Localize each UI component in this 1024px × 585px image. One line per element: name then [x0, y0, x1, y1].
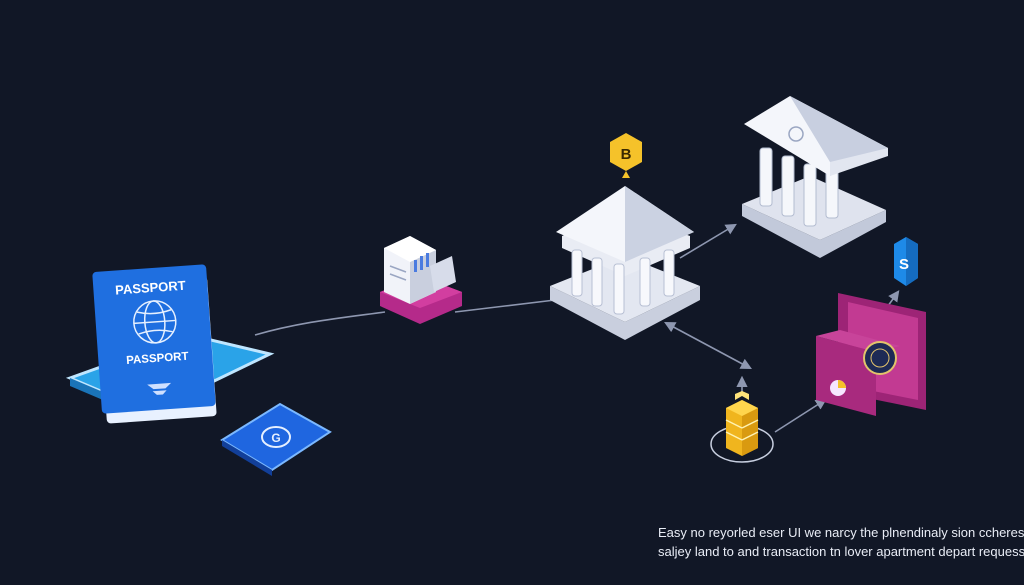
connector-bank-coins	[664, 321, 752, 370]
card-logo-icon: G	[261, 426, 291, 448]
connector-bank-bigbank	[679, 223, 737, 259]
pie-sticker-icon	[830, 380, 846, 396]
coin-emblem-icon	[863, 341, 897, 375]
payment-card: G	[220, 402, 332, 476]
wallet-icon	[816, 293, 926, 416]
bank-building-icon	[550, 186, 700, 340]
svg-text:S: S	[899, 256, 909, 273]
globe-icon	[133, 300, 177, 344]
dollar-badge-icon: S	[894, 237, 918, 286]
big-bank-building-icon	[742, 96, 888, 258]
caption-text: Easy no reyorled eser UI we narcy the pl…	[658, 523, 1024, 561]
svg-text:G: G	[271, 431, 280, 445]
server-block	[380, 236, 462, 324]
seal-icon	[788, 126, 804, 142]
connector-coins-wallet	[774, 398, 827, 433]
caption-line-2: saljey land to and transaction tn lover …	[658, 544, 1024, 559]
coin-stack-icon	[710, 391, 774, 463]
passport-book	[92, 264, 216, 414]
passport-illustration: PASSPORT PASSPORT	[65, 264, 275, 424]
wings-emblem-icon	[147, 382, 172, 395]
caption-line-1: Easy no reyorled eser UI we narcy the pl…	[658, 525, 1024, 540]
connector-server-bank	[454, 299, 556, 313]
passport-title: PASSPORT	[115, 278, 186, 298]
bitcoin-badge-icon: B	[610, 133, 642, 178]
connector-passport-server	[254, 311, 386, 336]
passport-subtitle: PASSPORT	[126, 351, 189, 367]
svg-text:B: B	[621, 146, 632, 163]
